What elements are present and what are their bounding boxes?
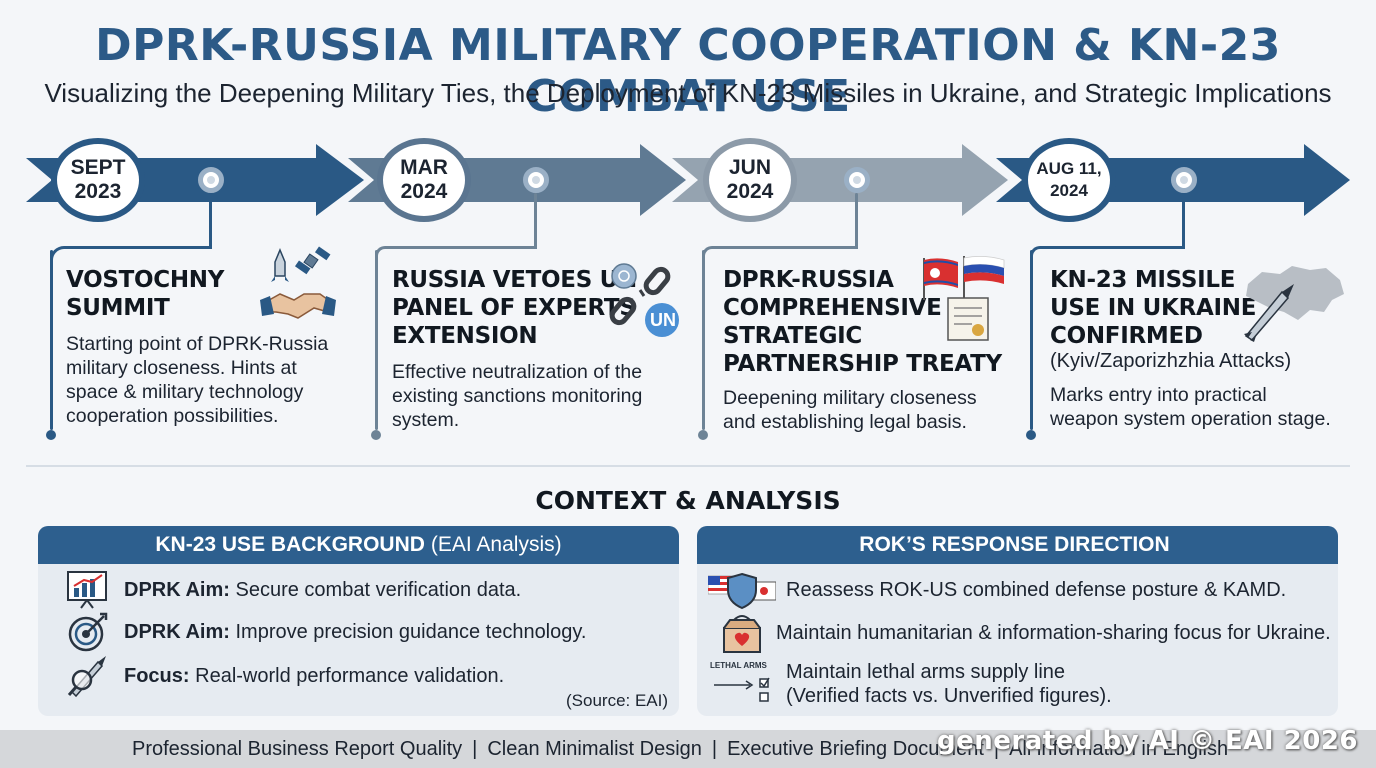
connector-2-line: [375, 250, 378, 430]
connector-1-stem: [209, 193, 212, 249]
connector-3: [702, 246, 858, 256]
timeline-node-2: [523, 167, 549, 193]
connector-2-stem: [534, 193, 537, 249]
footer-bar: Professional Business Report Quality | C…: [0, 730, 1376, 768]
connector-3-end: [698, 430, 708, 440]
list-item: Reassess ROK-US combined defense posture…: [707, 570, 1286, 610]
handshake-rocket-satellite-icon: [258, 246, 338, 331]
timeline-node-4: [1171, 167, 1197, 193]
connector-2: [375, 246, 537, 256]
target-icon: [66, 612, 110, 652]
list-item: DPRK Aim: Secure combat verification dat…: [66, 570, 521, 610]
watermark: generated by AI © EAI 2026: [937, 726, 1358, 756]
flags-treaty-icon: [918, 254, 1010, 349]
kn23-background-heading: KN-23 USE BACKGROUND(EAI Analysis): [38, 526, 679, 564]
connector-4-end: [1026, 430, 1036, 440]
list-item: DPRK Aim: Improve precision guidance tec…: [66, 612, 586, 652]
connector-3-line: [702, 250, 705, 430]
chart-board-icon: [66, 570, 110, 610]
page-title: DPRK-RUSSIA MILITARY COOPERATION & KN-23…: [95, 20, 1281, 122]
context-title: CONTEXT & ANALYSIS: [535, 486, 841, 515]
connector-4-line: [1030, 250, 1033, 430]
connector-4-stem: [1182, 193, 1185, 249]
broken-chain-un-icon: UN: [606, 262, 682, 347]
connector-1-end: [46, 430, 56, 440]
footer-item: Executive Briefing Document: [727, 737, 984, 760]
connector-3-stem: [855, 193, 858, 249]
footer-item: Professional Business Report Quality: [132, 737, 463, 760]
shield-flag-icon: [707, 570, 777, 610]
source-note: (Source: EAI): [566, 691, 669, 710]
connector-2-end: [371, 430, 381, 440]
date-badge-aug-2024: AUG 11,2024: [1022, 138, 1116, 222]
list-item: LETHAL ARMS Maintain lethal arms supply …: [710, 661, 1112, 707]
rok-response-heading: ROK’S RESPONSE DIRECTION: [697, 526, 1338, 564]
aid-box-icon: [720, 612, 776, 654]
list-item: Focus: Real-world performance validation…: [66, 654, 504, 698]
footer-item: Clean Minimalist Design: [487, 737, 702, 760]
timeline-node-1: [198, 167, 224, 193]
connector-4: [1030, 246, 1185, 256]
timeline-node-3: [844, 167, 870, 193]
section-divider: [26, 465, 1350, 467]
connector-1-line: [50, 250, 53, 430]
kn23-background-panel: KN-23 USE BACKGROUND(EAI Analysis): [38, 526, 679, 716]
page-subtitle: Visualizing the Deepening Military Ties,…: [44, 78, 1332, 108]
ukraine-map-missile-icon: [1240, 262, 1348, 347]
list-item: Maintain humanitarian & information-shar…: [720, 612, 1331, 654]
event-subtitle-kn23-ukraine: (Kyiv/Zaporizhzhia Attacks): [1050, 350, 1292, 372]
lethal-arms-checklist-icon: LETHAL ARMS: [710, 661, 776, 707]
missile-magnifier-icon: [66, 654, 110, 698]
footer-item: All information in English: [1009, 737, 1229, 760]
rok-response-panel: ROK’S RESPONSE DIRECTION: [697, 526, 1338, 716]
